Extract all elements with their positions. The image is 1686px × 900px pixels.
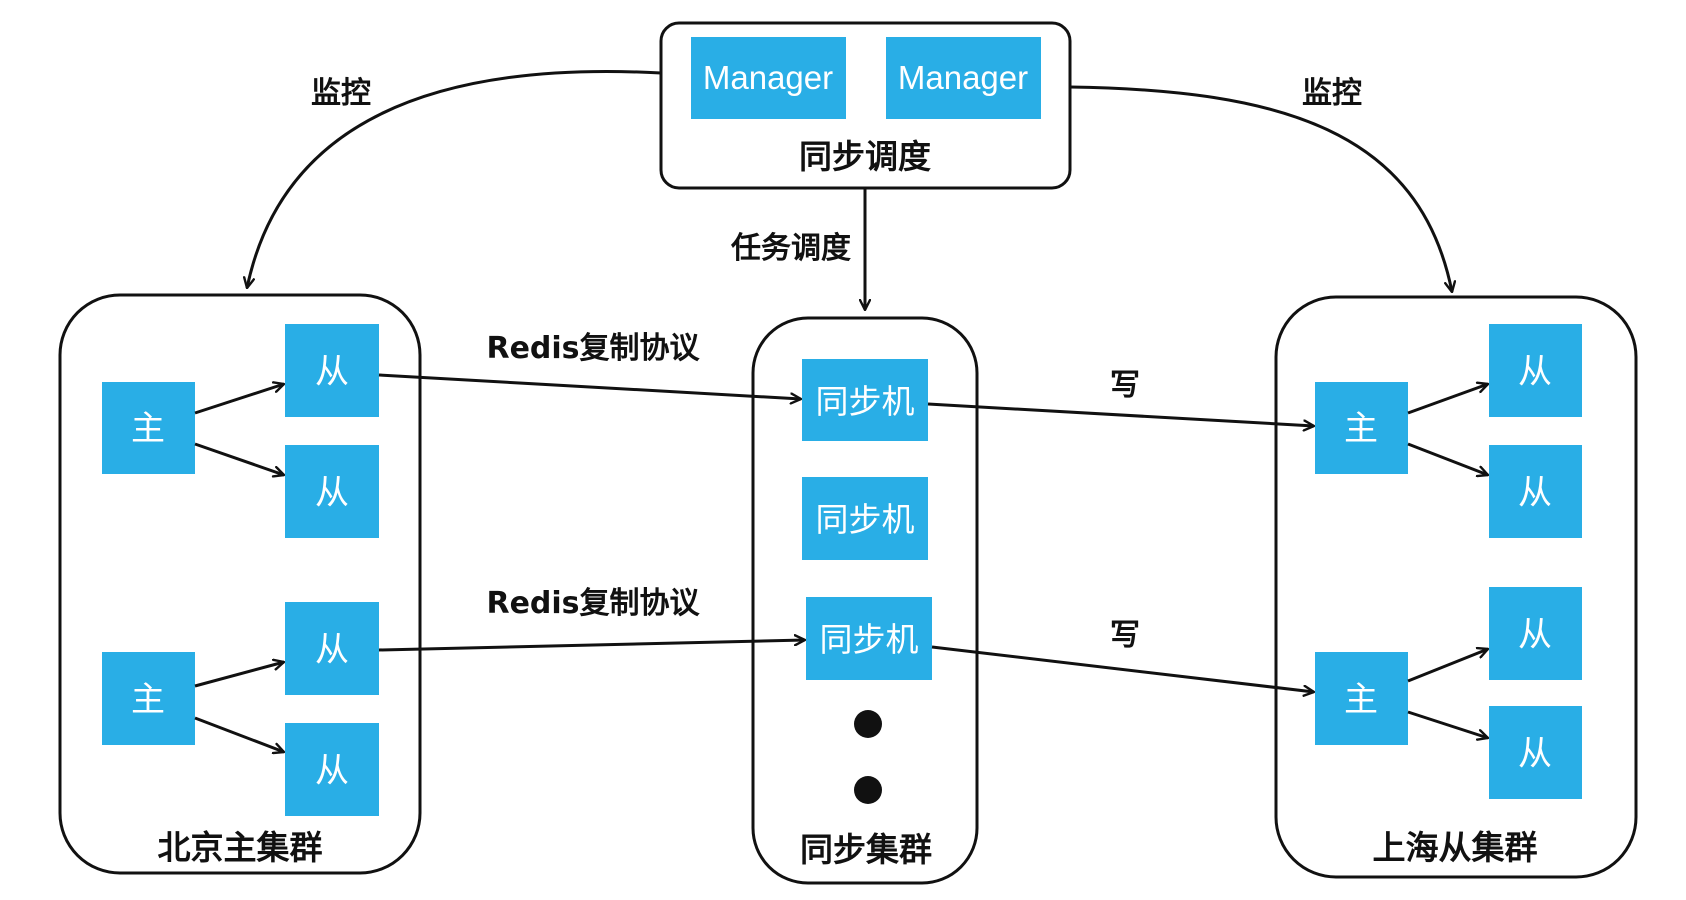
sync-cluster-title: 同步集群 — [800, 830, 932, 869]
sync-cluster: 同步机 同步机 同步机 同步集群 — [751, 316, 979, 885]
shanghai-repl-arrow — [1407, 710, 1488, 738]
write-top-arrow — [927, 402, 1314, 426]
beijing-cluster: 主 从 从 主 从 从 北京主集群 — [58, 293, 422, 875]
beijing-slave-2-label: 从 — [315, 473, 349, 513]
monitor-right-arrow — [1069, 85, 1452, 292]
beijing-master-1-label: 主 — [131, 409, 165, 449]
beijing-master-1[interactable] — [102, 382, 195, 474]
monitor-left-arrow — [247, 69, 662, 288]
shanghai-cluster: 主 从 从 主 从 从 上海从集群 — [1274, 295, 1638, 879]
manager-node-2[interactable] — [886, 37, 1041, 119]
shanghai-repl-arrow — [1407, 442, 1488, 475]
sync-node-1[interactable] — [802, 359, 928, 441]
redis-repl-top-arrow — [378, 373, 801, 399]
beijing-slave-1[interactable] — [285, 324, 379, 417]
shanghai-slave-1[interactable] — [1489, 324, 1582, 417]
beijing-slave-1-label: 从 — [315, 352, 349, 392]
sync-node-1-label: 同步机 — [816, 382, 915, 421]
shanghai-slave-1-label: 从 — [1518, 352, 1552, 392]
shanghai-master-1[interactable] — [1315, 382, 1408, 474]
shanghai-slave-3[interactable] — [1489, 587, 1582, 680]
beijing-cluster-box — [58, 293, 422, 875]
shanghai-master-1-label: 主 — [1344, 409, 1378, 449]
more-nodes-dot — [854, 776, 882, 804]
write-bottom-label: 写 — [1110, 618, 1140, 653]
shanghai-cluster-box — [1274, 295, 1638, 879]
beijing-master-2[interactable] — [102, 652, 195, 745]
beijing-master-2-label: 主 — [131, 680, 165, 720]
shanghai-master-2[interactable] — [1315, 652, 1408, 745]
shanghai-repl-arrow — [1407, 649, 1488, 683]
redis-repl-bottom-label: Redis复制协议 — [486, 586, 700, 621]
manager-node-1-label: Manager — [703, 59, 833, 96]
sync-node-3[interactable] — [806, 597, 932, 680]
beijing-slave-3[interactable] — [285, 602, 379, 695]
shanghai-slave-4[interactable] — [1489, 706, 1582, 799]
beijing-repl-arrow — [194, 442, 284, 475]
task-schedule-label: 任务调度 — [730, 231, 851, 266]
sync-node-3-label: 同步机 — [820, 620, 919, 659]
beijing-slave-4-label: 从 — [315, 751, 349, 791]
manager-node-1[interactable] — [691, 37, 846, 119]
sync-node-2[interactable] — [802, 477, 928, 560]
shanghai-slave-3-label: 从 — [1518, 615, 1552, 655]
beijing-cluster-title: 北京主集群 — [158, 828, 323, 867]
shanghai-cluster-title: 上海从集群 — [1373, 828, 1538, 867]
shanghai-master-2-label: 主 — [1344, 680, 1378, 720]
shanghai-slave-4-label: 从 — [1518, 734, 1552, 774]
scheduler-title: 同步调度 — [799, 137, 931, 176]
redis-repl-top-label: Redis复制协议 — [486, 331, 700, 366]
monitor-right-label: 监控 — [1302, 76, 1362, 111]
monitor-left-label: 监控 — [311, 76, 371, 111]
redis-repl-bottom-arrow — [378, 640, 805, 652]
shanghai-slave-2-label: 从 — [1518, 473, 1552, 513]
shanghai-repl-arrow — [1407, 384, 1488, 415]
manager-node-2-label: Manager — [898, 59, 1028, 96]
sync-cluster-box — [751, 316, 979, 885]
write-bottom-arrow — [931, 645, 1314, 692]
beijing-repl-arrow — [194, 662, 284, 688]
beijing-slave-3-label: 从 — [315, 630, 349, 670]
beijing-repl-arrow — [194, 716, 284, 752]
beijing-repl-arrow — [194, 384, 284, 415]
more-nodes-dot — [854, 710, 882, 738]
scheduler-group: Manager Manager 同步调度 — [659, 21, 1072, 190]
beijing-slave-2[interactable] — [285, 445, 379, 538]
sync-node-2-label: 同步机 — [816, 500, 915, 539]
write-top-label: 写 — [1110, 368, 1140, 403]
beijing-slave-4[interactable] — [285, 723, 379, 816]
shanghai-slave-2[interactable] — [1489, 445, 1582, 538]
